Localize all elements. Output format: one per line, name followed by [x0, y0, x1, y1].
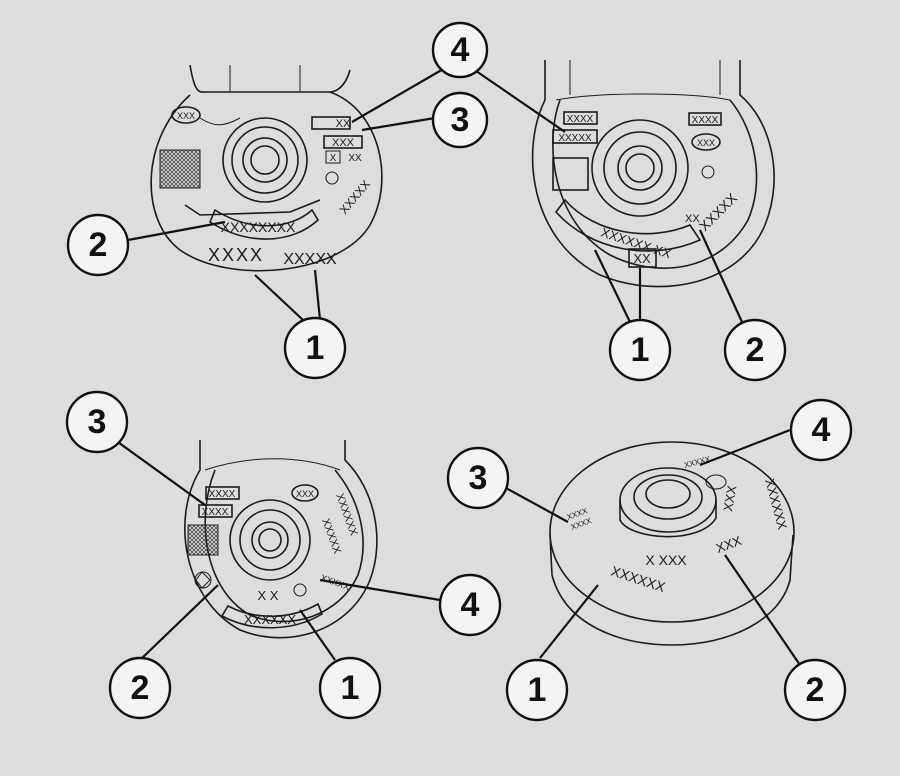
- top-tag-text: XXXX: [567, 114, 594, 125]
- callout-number: 2: [89, 226, 108, 264]
- callout-number: 1: [341, 669, 360, 707]
- tag-4: [552, 129, 598, 144]
- oval-badge-text: XXX: [177, 111, 195, 121]
- diamond-mark: [195, 571, 211, 589]
- blank-label: [552, 157, 589, 191]
- lower-label-b: XXXXX: [283, 251, 337, 268]
- oval-badge: [171, 106, 201, 124]
- right-tag-text: XXXX: [692, 115, 719, 126]
- callout-number: 2: [746, 331, 765, 369]
- callout-number: 3: [88, 403, 107, 441]
- callout-tl-3: 3: [431, 91, 489, 149]
- callout-bl-1: 1: [318, 656, 382, 720]
- callout-number: 4: [812, 411, 831, 449]
- callout-tr-2: 2: [723, 318, 787, 382]
- callout-tl-4: 4: [431, 21, 489, 79]
- callout-number: 3: [451, 101, 470, 139]
- tag-3-text: XXXX: [202, 507, 229, 518]
- top-tag-text: XXXX: [209, 489, 236, 500]
- mid-label: X X: [258, 588, 279, 603]
- oval-text: XXX: [296, 489, 314, 499]
- callout-number: 2: [806, 671, 825, 709]
- component-top-left: XXX XXXXXXXX XXXX XXXXX XX XXX X XX XXXX…: [150, 64, 383, 272]
- disc-label-2: XXX: [714, 533, 744, 556]
- component-bottom-left: XXXX XXXX XXX X X XXXXXX XXXXX XXXXXX XX…: [184, 440, 378, 639]
- disc-side: [549, 534, 794, 646]
- outer-ring: [222, 117, 308, 203]
- tag-4: [311, 116, 351, 130]
- right-arc-text-b: XXXXXX: [333, 492, 360, 538]
- arc-band: [184, 199, 321, 216]
- center-bore: [242, 137, 288, 183]
- hub-side-label: XXX: [720, 484, 739, 513]
- callout-number: 1: [631, 331, 650, 369]
- callout-tl-2: 2: [66, 213, 130, 277]
- hatched-label: [159, 149, 201, 189]
- small-box-text: XX: [633, 251, 651, 266]
- small-x-a: X: [330, 153, 337, 164]
- arc-band: [220, 602, 323, 629]
- right-oval-text: XXX: [697, 138, 715, 148]
- callout-br-3: 3: [446, 446, 510, 510]
- callout-number: 1: [528, 671, 547, 709]
- lower-label-a: XXXX: [208, 245, 264, 265]
- leader-lines: [114, 59, 801, 666]
- tag-3: [323, 135, 363, 149]
- right-diagonal-label: XXXXX: [696, 189, 741, 234]
- callout-number: 2: [131, 669, 150, 707]
- callout-bl-4: 4: [438, 573, 502, 637]
- disc-top: [549, 441, 795, 623]
- tag-3: [198, 504, 233, 518]
- arc-label: XXXXXXXX: [221, 219, 296, 235]
- callout-number: 3: [469, 459, 488, 497]
- callout-bl-3: 3: [65, 390, 129, 454]
- tag-3-text: XXX: [332, 137, 355, 149]
- callout-br-2: 2: [783, 658, 847, 722]
- callout-bl-2: 2: [108, 656, 172, 720]
- component-bottom-right: XXXXXX X XXX XXX XXX XXXXXX XXXX XXXX XX…: [549, 441, 795, 646]
- tag-4-text: XXXXX: [558, 133, 592, 144]
- tag-4-text: XX: [336, 118, 351, 130]
- rim-label: XXXXXX: [762, 477, 790, 531]
- callout-number: 1: [306, 329, 325, 367]
- arc-band-text: XXXXXX: [244, 612, 296, 627]
- disc-label-mid: X XXX: [645, 552, 687, 568]
- right-arc-text-a: XXXXX: [319, 517, 343, 556]
- diagonal-label: XXXXX: [337, 177, 373, 217]
- small-x-b: XX: [348, 153, 362, 164]
- callout-br-1: 1: [505, 658, 569, 722]
- right-small-label: XX: [685, 213, 700, 225]
- callout-tl-1: 1: [283, 316, 347, 380]
- callout-tr-1: 1: [608, 318, 672, 382]
- hub-bore: [645, 479, 691, 509]
- callout-br-4: 4: [789, 398, 853, 462]
- housing-outline: [189, 64, 351, 93]
- callout-number: 4: [461, 586, 480, 624]
- component-top-right: XXXX XXXXX XXXX XXX XXXXXX XX XX XXXXX X…: [531, 60, 775, 288]
- arc-band: [554, 198, 702, 252]
- callout-number: 4: [451, 31, 470, 69]
- small-box: [628, 248, 657, 268]
